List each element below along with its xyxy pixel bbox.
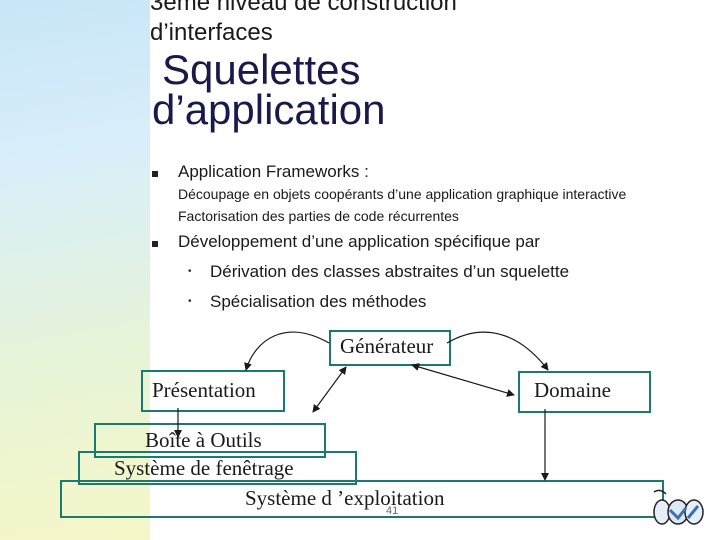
generateur-label: Générateur — [340, 334, 434, 358]
sub-bullet-dot-icon: • — [188, 266, 192, 277]
presentation-label: Présentation — [152, 378, 256, 402]
systeme-fenetrage-box — [78, 451, 357, 485]
bullet-square-icon — [152, 171, 158, 177]
domaine-box — [518, 371, 651, 413]
slide-title: Squelettes d’application — [152, 46, 672, 133]
boite-outils-label: Boîte à Outils — [145, 428, 262, 452]
slide-supertitle: 3ème niveau de construction d’interfaces — [150, 0, 710, 48]
background-gradient — [0, 0, 150, 540]
bullet-square-icon — [152, 241, 158, 247]
boite-outils-box — [94, 423, 326, 458]
systeme-exploitation-label: Système d ’exploitation — [245, 486, 445, 510]
domaine-label: Domaine — [534, 378, 611, 402]
bullet-2-sub-2: Spécialisation des méthodes — [210, 292, 427, 311]
systeme-fenetrage-label: Système de fenêtrage — [114, 456, 294, 480]
bullet-2-label: Développement d’une application spécifiq… — [178, 232, 540, 251]
bullet-1-sub-1: Découpage en objets coopérants d’une app… — [178, 186, 627, 202]
supertitle-line-1: 3ème niveau de construction — [150, 0, 457, 16]
page-number: 41 — [386, 505, 399, 517]
presentation-domaine-arrow — [312, 366, 347, 413]
bullet-2-sub-1: Dérivation des classes abstraites d’un s… — [210, 262, 570, 281]
title-line-1: Squelettes — [162, 46, 361, 93]
presentation-box — [141, 370, 285, 412]
imag-logo-icon — [653, 489, 704, 525]
systeme-exploitation-box — [60, 480, 664, 518]
generateur-domaine-arrow — [411, 363, 515, 397]
generateur-box — [329, 330, 451, 366]
generateur-presentation-arc — [244, 331, 330, 371]
supertitle-line-2: d’interfaces — [150, 19, 273, 46]
title-line-2: d’application — [152, 86, 386, 133]
bullet-1-sub-2: Factorisation des parties de code récurr… — [178, 208, 459, 224]
generateur-domaine-arc — [446, 331, 549, 371]
bullet-1-label: Application Frameworks : — [178, 162, 369, 181]
sub-bullet-dot-icon: • — [188, 296, 192, 307]
